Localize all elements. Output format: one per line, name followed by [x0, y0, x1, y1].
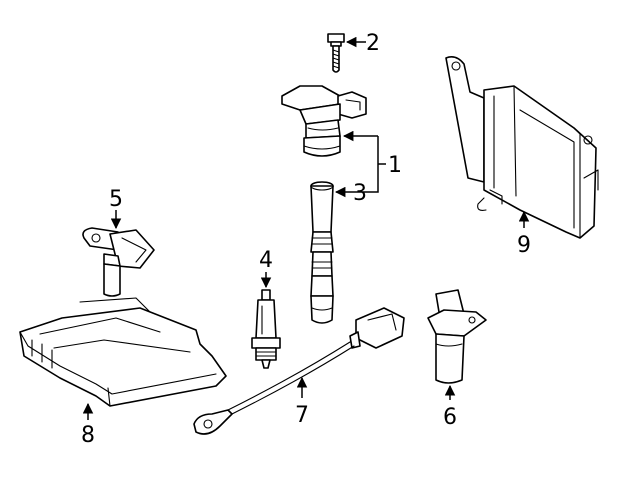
- knock-sensor: [193, 307, 405, 435]
- callout-label: 6: [443, 405, 457, 430]
- callout-label: 9: [517, 233, 531, 258]
- bracket: [445, 56, 599, 239]
- callout-label: 7: [295, 403, 309, 428]
- ignition-coil: [281, 85, 367, 157]
- callout-label: 8: [81, 423, 95, 448]
- leader-lines: [82, 36, 530, 420]
- callout-label: 1: [388, 153, 402, 178]
- spark-plug: [251, 289, 281, 369]
- callout-label: 5: [109, 187, 123, 212]
- crankshaft-sensor: [427, 289, 487, 384]
- callout-label: 2: [366, 31, 380, 56]
- callout-label: 4: [259, 248, 273, 273]
- bolt: [327, 33, 345, 73]
- callout-label: 3: [353, 181, 367, 206]
- engine-control-unit: [19, 297, 227, 407]
- camshaft-sensor: [82, 227, 155, 297]
- coil-boot: [310, 181, 334, 324]
